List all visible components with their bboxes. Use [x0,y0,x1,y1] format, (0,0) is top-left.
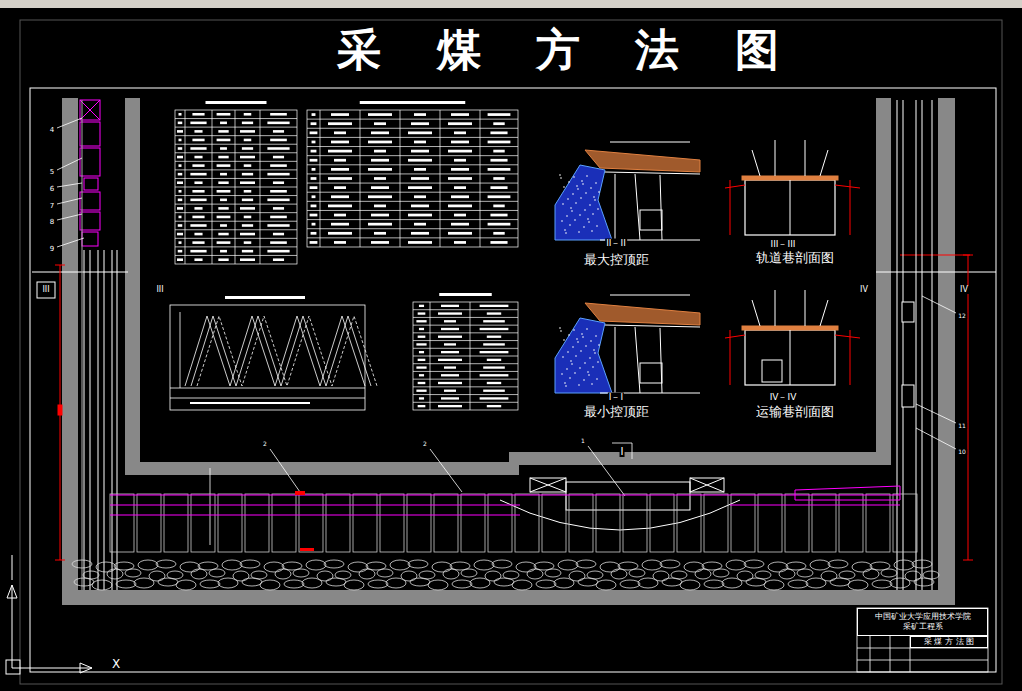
callout-number: 4 [49,127,55,134]
section-label: 最大控顶距 [583,253,650,266]
callout-number: 11 [957,423,967,429]
section-label: II－II [605,239,627,248]
callout-number: 7 [49,203,55,210]
callout-number: III [41,286,50,294]
section-label: IV－IV [769,393,798,402]
callout-number: 10 [957,449,967,455]
callout-number: 8 [49,219,55,226]
callout-number: 6 [49,186,55,193]
section-label: 运输巷剖面图 [755,405,835,418]
callout-number: III [155,286,164,294]
title-block-text: 采矿工程系 [903,622,943,632]
callout-number: 12 [957,313,967,319]
title-block-cell: 中国矿业大学应用技术学院采矿工程系 [857,608,988,636]
title-block-text: 采 煤 方 法 图 [924,637,974,647]
callout-number: 9 [49,246,55,253]
section-label: I [620,447,625,457]
section-label: X [111,658,121,670]
title-block-text: 中国矿业大学应用技术学院 [875,612,971,622]
section-label: III－III [770,240,797,249]
callout-number: 5 [49,169,55,176]
title-block-cell: 采 煤 方 法 图 [910,636,988,648]
callout-number: IV [859,286,869,294]
section-label: 最小控顶距 [583,405,650,418]
callout-number: 2 [422,441,428,447]
callout-number: 1 [580,438,586,444]
section-label: 轨道巷剖面图 [755,251,835,264]
callout-number: 2 [262,441,268,447]
drawing-title: 采 煤 方 法 图 [337,28,798,72]
callout-number: IV [959,286,969,294]
section-label: I－I [608,393,624,402]
